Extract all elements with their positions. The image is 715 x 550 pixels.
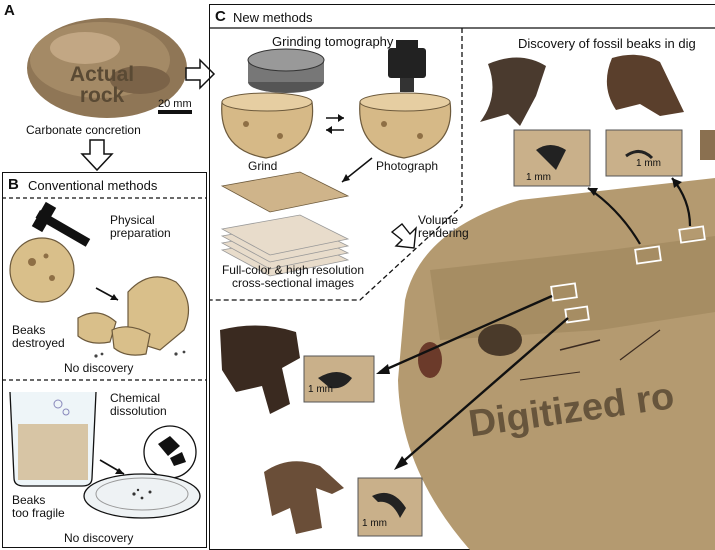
hammer-icon [31, 201, 91, 247]
panel-b-letter: B [8, 176, 19, 193]
beaks-destroyed-line2: destroyed [12, 336, 65, 350]
panel-c-title: New methods [233, 10, 313, 25]
fragile-line2: too fragile [12, 506, 65, 520]
rock-label-line1: Actual [69, 63, 135, 86]
mm-label-3: 1 mm [308, 384, 333, 395]
fragile-label: Beaks too fragile [12, 494, 65, 520]
roi-box-2 [564, 305, 590, 324]
volume-line1: Volume [418, 213, 459, 227]
cross-section-line1: Full-color & high resolution [221, 263, 365, 277]
panel-c-letter: C [215, 8, 226, 25]
beaks-destroyed-line1: Beaks [12, 323, 46, 337]
concretion-ball [9, 237, 75, 303]
mm-label-4: 1 mm [362, 518, 387, 529]
cross-section-stack [220, 171, 350, 277]
panel-b-box [2, 172, 207, 548]
grinding-disk-icon [247, 48, 325, 93]
panel-a-letter: A [4, 2, 15, 19]
volume-line2: rendering [418, 226, 469, 240]
scale-label: 20 mm [158, 98, 192, 110]
roi-box-3 [634, 245, 662, 265]
roi-box-4 [678, 225, 706, 244]
arrow-a-to-c [185, 58, 216, 90]
physical-line2: preparation [110, 226, 171, 240]
rock-label-line2: rock [79, 84, 125, 107]
grind-label: Grind [248, 159, 278, 173]
grind-concretion [221, 101, 314, 159]
physical-line1: Physical [110, 213, 155, 227]
grinding-inset-border [209, 28, 463, 301]
arrow-a-to-b [80, 139, 114, 172]
concretion-caption: Carbonate concretion [26, 123, 141, 137]
beak-photo-3 [220, 325, 300, 414]
photograph-label: Photograph [376, 159, 439, 173]
rock-label: Actual rock [56, 64, 148, 106]
beak-photo-2 [606, 54, 684, 116]
volume-label: Volume rendering [418, 214, 469, 240]
panel-b-title: Conventional methods [28, 178, 158, 193]
roi-box-1 [550, 282, 578, 302]
grinding-title: Grinding tomography [272, 34, 394, 49]
cross-section-line2: cross-sectional images [231, 276, 355, 290]
volume-rendering-arrow [390, 223, 417, 249]
discovery-title: Discovery of fossil beaks in dig [518, 36, 696, 51]
chemical-label: Chemical dissolution [110, 392, 167, 418]
photo-concretion [359, 101, 452, 159]
beak-photo-1 [480, 57, 546, 126]
inset-micro-4 [357, 477, 423, 537]
cross-section-label: Full-color & high resolution cross-secti… [214, 264, 372, 290]
mm-label-2: 1 mm [636, 158, 661, 169]
beak-photo-4 [264, 461, 344, 534]
chemical-line2: dissolution [110, 404, 167, 418]
beaks-destroyed-label: Beaks destroyed [12, 324, 65, 350]
chemical-line1: Chemical [110, 391, 161, 405]
beaker-icon [9, 391, 97, 487]
no-discovery-1: No discovery [64, 361, 134, 375]
physical-label: Physical preparation [110, 214, 171, 240]
scale-bar [158, 110, 192, 114]
no-discovery-2: No discovery [64, 531, 134, 545]
petri-dish [83, 473, 201, 519]
camera-icon [388, 40, 426, 92]
fragile-line1: Beaks [12, 493, 46, 507]
mm-label-1: 1 mm [526, 172, 551, 183]
